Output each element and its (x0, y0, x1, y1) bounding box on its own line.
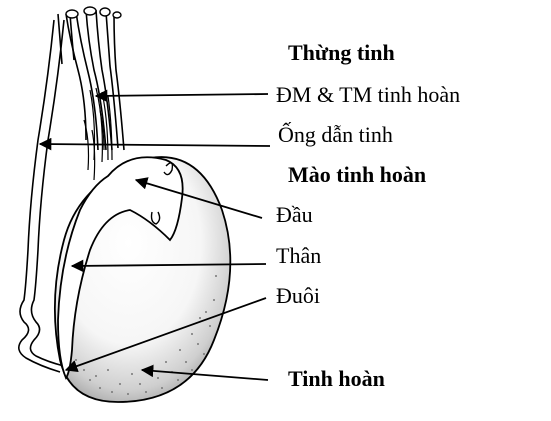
label-spermatic-cord: Thừng tinh (288, 42, 395, 64)
pointer-testicular-vessels (96, 94, 268, 96)
spermatic-cord-drawing (58, 10, 124, 150)
label-head: Đầu (276, 204, 313, 226)
label-body: Thân (276, 245, 321, 267)
pointer-vas-deferens (40, 144, 270, 146)
label-epididymis: Mào tinh hoàn (288, 164, 426, 186)
label-tail: Đuôi (276, 285, 320, 307)
label-testis: Tinh hoàn (288, 368, 385, 390)
label-testicular-vessels: ĐM & TM tinh hoàn (276, 84, 460, 106)
label-vas-deferens: Ống dẫn tinh (278, 124, 393, 146)
cord-cut-ends (66, 7, 121, 18)
